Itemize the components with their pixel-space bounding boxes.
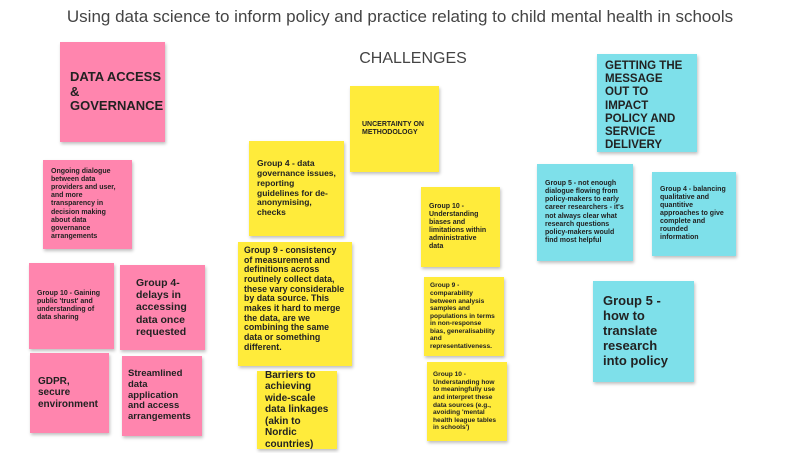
note-text: Group 9 - consistency of measurement and… — [244, 245, 345, 352]
board-title: Using data science to inform policy and … — [66, 7, 734, 26]
challenges-heading: CHALLENGES — [359, 50, 467, 67]
note-text: GDPR, secure environment — [38, 375, 99, 410]
sticky-ongoing-dialogue[interactable]: Ongoing dialogue between data providers … — [43, 160, 132, 249]
note-text: Group 4- delays in accessing data once r… — [136, 277, 187, 338]
note-text: Streamlined data application and access … — [128, 367, 191, 423]
sticky-gdpr[interactable]: GDPR, secure environment — [30, 353, 109, 433]
note-text: Group 4 - balancing qualitative and quan… — [660, 185, 726, 242]
sticky-uncertainty-header[interactable]: UNCERTAINTY ON METHODOLOGY — [350, 86, 439, 172]
note-text: Group 10 - Understanding biases and limi… — [429, 202, 487, 251]
sticky-message-out-header[interactable]: GETTING THE MESSAGE OUT TO IMPACT POLICY… — [597, 54, 697, 152]
sticky-group9-comparability[interactable]: Group 9 - comparability between analysis… — [424, 277, 504, 356]
sticky-group4-governance[interactable]: Group 4 - data governance issues, report… — [249, 141, 344, 236]
note-text: Group 10 - Gaining public 'trust' and un… — [37, 289, 101, 322]
note-text: DATA ACCESS & GOVERNANCE — [70, 68, 164, 114]
note-text: Ongoing dialogue between data providers … — [51, 168, 116, 240]
sticky-streamlined[interactable]: Streamlined data application and access … — [122, 356, 202, 436]
sticky-group10-interpret[interactable]: Group 10 - Understanding how to meaningf… — [427, 362, 507, 441]
sticky-group5-translate[interactable]: Group 5 - how to translate research into… — [593, 281, 694, 382]
note-text: Group 5 - how to translate research into… — [603, 293, 668, 368]
note-text: Barriers to achieving wide-scale data li… — [265, 369, 329, 450]
note-text: Group 5 - not enough dialogue flowing fr… — [545, 180, 624, 244]
sticky-group9-consistency[interactable]: Group 9 - consistency of measurement and… — [238, 242, 352, 366]
sticky-barriers[interactable]: Barriers to achieving wide-scale data li… — [257, 369, 337, 450]
note-text: UNCERTAINTY ON METHODOLOGY — [362, 120, 424, 136]
sticky-group5-dialogue[interactable]: Group 5 - not enough dialogue flowing fr… — [537, 164, 633, 261]
sticky-group4-balancing[interactable]: Group 4 - balancing qualitative and quan… — [652, 172, 736, 256]
sticky-data-access-header[interactable]: DATA ACCESS & GOVERNANCE — [60, 42, 165, 142]
sticky-group10-trust[interactable]: Group 10 - Gaining public 'trust' and un… — [29, 263, 114, 349]
note-text: Group 10 - Understanding how to meaningf… — [433, 371, 497, 432]
note-text: GETTING THE MESSAGE OUT TO IMPACT POLICY… — [605, 60, 683, 152]
note-text: Group 4 - data governance issues, report… — [257, 158, 336, 218]
note-text: Group 9 - comparability between analysis… — [430, 282, 495, 351]
sticky-group10-biases[interactable]: Group 10 - Understanding biases and limi… — [421, 187, 500, 267]
sticky-group4-delays[interactable]: Group 4- delays in accessing data once r… — [120, 265, 205, 350]
